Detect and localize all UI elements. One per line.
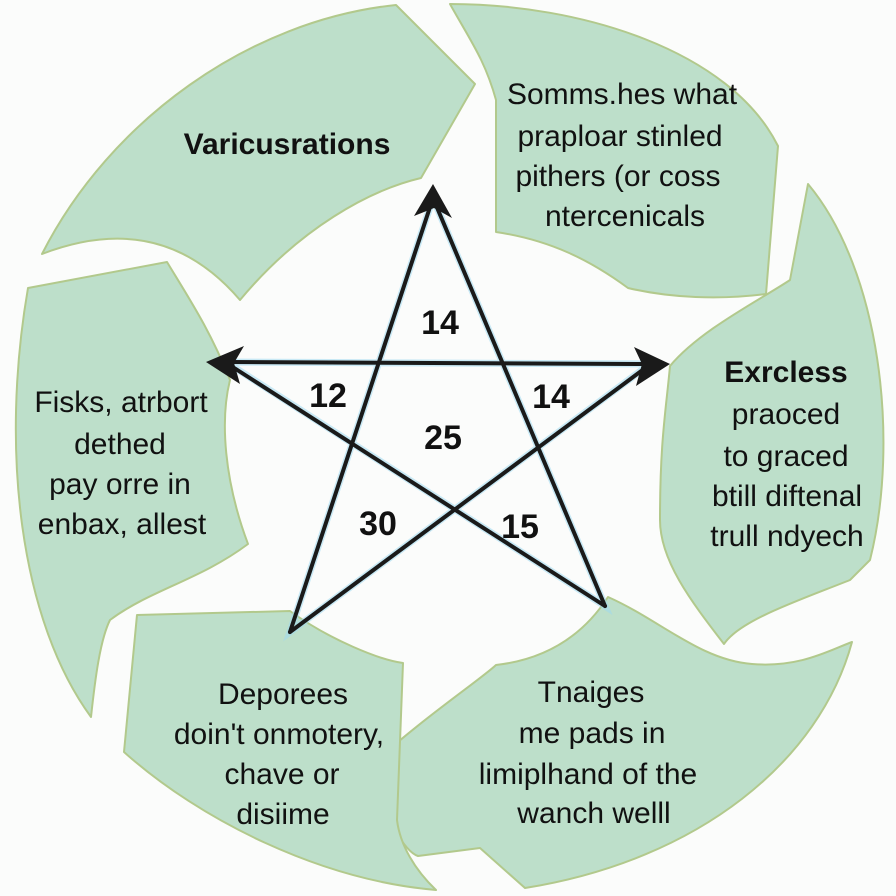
star-region-values: 14 12 14 25 30 15: [309, 304, 570, 546]
ring-segments: [14, 3, 885, 891]
region-top-value: 14: [421, 304, 459, 342]
region-left-value: 12: [309, 377, 347, 415]
star-line-bottom-right-to-top: [431, 196, 607, 608]
text-line: btill diftenal: [712, 480, 862, 513]
text-line: me pads in: [519, 717, 666, 750]
segment-bottom-left: [123, 610, 437, 891]
region-bottom-left-value: 30: [359, 505, 397, 543]
text-line: dethed: [74, 428, 166, 461]
segment-bottom-right-text: Tnaiges me pads in limiplhand of the wan…: [479, 676, 697, 830]
segment-top-right: [449, 3, 779, 299]
text-line: to graced: [723, 440, 848, 473]
text-line: Somms.hes what: [507, 78, 738, 111]
text-line: enbax, allest: [38, 508, 207, 541]
star-line-bottom-left-to-right: [288, 364, 650, 634]
arrow-up-icon: [414, 184, 452, 218]
text-line: Deporees: [218, 678, 348, 711]
text-line: Tnaiges: [538, 676, 645, 709]
segment-bottom-right: [365, 596, 853, 889]
region-center-value: 25: [424, 419, 462, 457]
arrow-left-icon: [206, 346, 244, 384]
segment-right-title: Exrcless: [724, 356, 847, 389]
text-line: wanch welll: [516, 797, 670, 830]
text-line: Fisks, atrbort: [34, 386, 208, 419]
text-line: pithers (or coss: [515, 160, 720, 193]
text-line: trull ndyech: [710, 520, 863, 553]
text-line: praoced: [732, 398, 840, 431]
region-right-value: 14: [532, 378, 570, 416]
segment-right-text: Exrcless praoced to graced btill diftena…: [710, 356, 863, 553]
segment-labels: Varicusrations Somms.hes what praploar s…: [34, 78, 863, 831]
star-line-left-to-bottom-right: [226, 362, 607, 608]
star-line-right-to-left: [228, 360, 648, 366]
arrow-right-icon: [634, 347, 670, 386]
region-bottom-right-value: 15: [501, 508, 539, 546]
segment-top-right-text: Somms.hes what praploar stinled pithers …: [507, 78, 738, 233]
text-line: limiplhand of the: [479, 758, 697, 791]
text-line: ntercenicals: [545, 200, 705, 233]
segment-top-left: [41, 4, 476, 301]
text-line: disiime: [236, 798, 329, 831]
segment-top-left-title: Varicusrations: [184, 128, 391, 161]
text-line: chave or: [224, 758, 339, 791]
pentagram: [206, 184, 670, 642]
segment-right: [659, 183, 885, 645]
segment-left-text: Fisks, atrbort dethed pay orre in enbax,…: [34, 386, 208, 541]
text-line: praploar stinled: [517, 120, 722, 153]
star-line-top-to-bottom-left: [288, 196, 435, 634]
text-line: doin't onmotery,: [174, 718, 384, 751]
text-line: pay orre in: [49, 468, 191, 501]
segment-bottom-left-text: Deporees doin't onmotery, chave or disii…: [174, 678, 384, 831]
